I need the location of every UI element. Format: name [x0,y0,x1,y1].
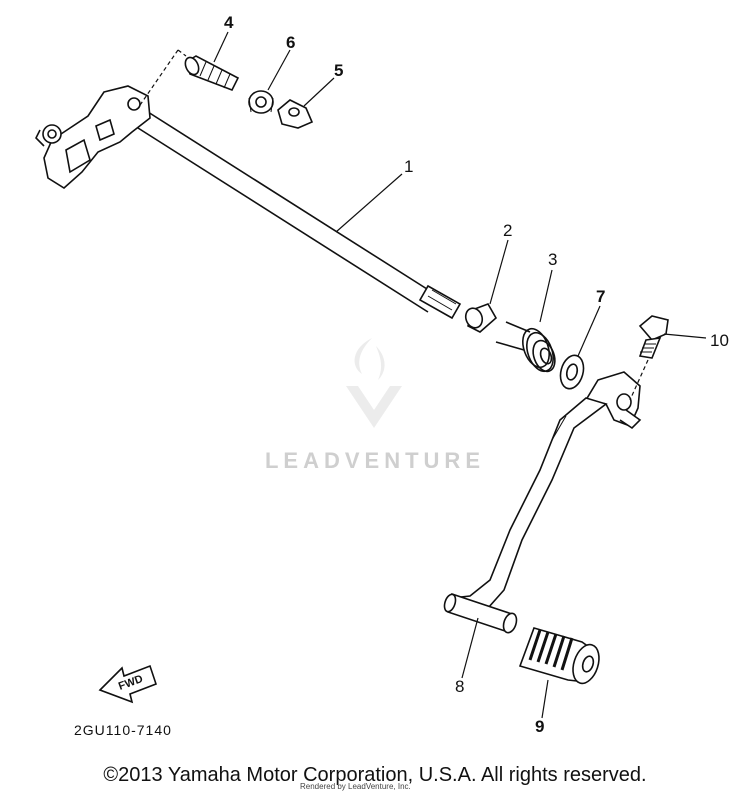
leader-lines [137,31,707,719]
bolt-part-4 [184,55,240,92]
callout-5: 5 [334,61,343,80]
callout-6: 6 [286,33,295,52]
nut-part-6 [248,90,274,114]
copyright-notice: ©2013 Yamaha Motor Corporation, U.S.A. A… [103,764,647,786]
callout-4: 4 [224,13,234,32]
collar-part-2 [464,303,498,333]
watermark-text: LEADVENTURE [264,448,485,473]
callout-1: 1 [404,157,413,176]
shift-shaft [137,111,462,320]
rendered-by-note: Rendered by LeadVenture, Inc. [300,782,411,791]
callout-7: 7 [596,287,605,306]
watermark-logo-icon [346,338,402,428]
callout-3: 3 [548,250,557,269]
callout-10: 10 [710,331,729,350]
callout-8: 8 [455,677,464,696]
callout-9: 9 [535,717,544,736]
spring-part-3 [495,321,556,373]
bolt-part-10 [638,315,669,359]
lock-washer-part-5 [277,99,314,129]
shift-pedal [443,371,642,634]
shift-arm [35,85,151,189]
callout-2: 2 [503,221,512,240]
pedal-rubber-part-9 [518,627,600,685]
washer-part-7 [559,354,585,390]
diagram-code: 2GU110-7140 [74,722,172,738]
fwd-arrow-icon: FWD [98,664,158,704]
